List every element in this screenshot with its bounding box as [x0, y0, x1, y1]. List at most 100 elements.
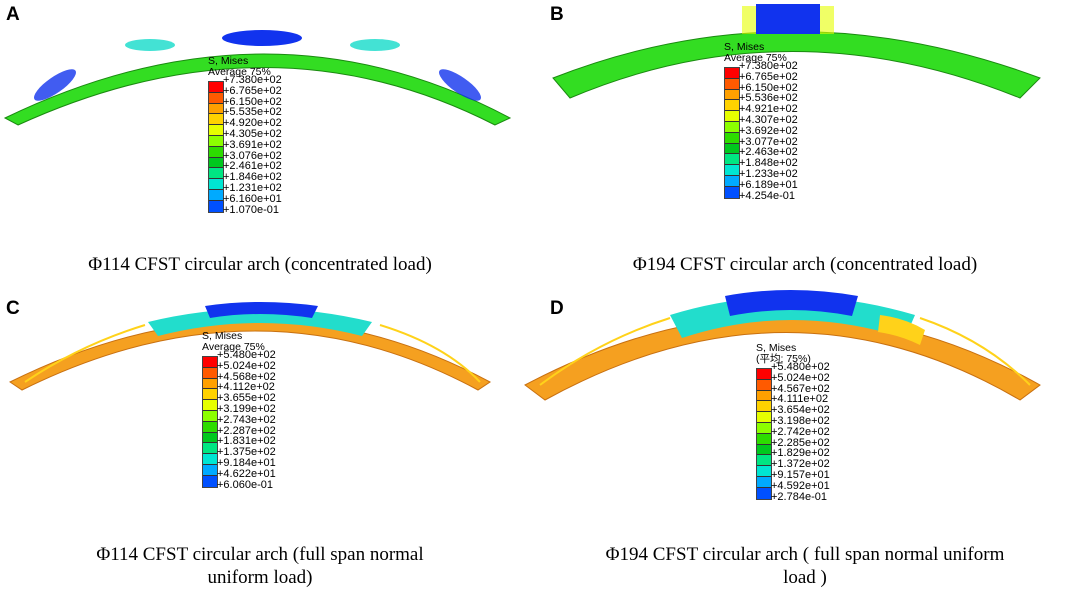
color-scale-bar-d	[756, 368, 772, 500]
panel-label-a: A	[6, 4, 20, 25]
legend-value: +9.157e+01	[771, 468, 830, 481]
caption-a: Φ114 CFST circular arch (concentrated lo…	[88, 254, 432, 275]
color-swatch	[203, 443, 217, 455]
legend-value: +1.233e+02	[739, 167, 798, 180]
legend-value: +3.654e+02	[771, 404, 830, 417]
color-scale-bar-c	[202, 356, 218, 488]
color-swatch	[757, 390, 771, 402]
legend-value: +1.831e+02	[217, 435, 276, 448]
legend-value: +5.536e+02	[739, 92, 798, 105]
color-swatch	[203, 421, 217, 433]
color-swatch	[209, 157, 223, 169]
color-swatch	[203, 367, 217, 379]
color-swatch	[757, 487, 771, 499]
color-swatch	[757, 444, 771, 456]
legend-value: +5.024e+02	[217, 359, 276, 372]
panel-label-d: D	[550, 298, 564, 319]
color-swatch	[757, 379, 771, 391]
arch-body-b	[552, 31, 1041, 99]
color-scale-bar-a	[208, 81, 224, 213]
legend-value: +2.784e-01	[771, 490, 827, 503]
stress-zone-crown-edge-right-b	[820, 6, 834, 34]
legend-subtitle-d: (平均: 75%)	[756, 353, 811, 365]
stress-zone-yellow-right-d	[878, 315, 925, 345]
caption-c-line-2: uniform load)	[207, 567, 313, 588]
legend-value: +5.535e+02	[223, 106, 282, 119]
color-swatch	[757, 369, 771, 380]
legend-value: +4.921e+02	[739, 103, 798, 116]
legend-value: +4.568e+02	[217, 370, 276, 383]
legend-value: +4.305e+02	[223, 127, 282, 140]
color-swatch	[757, 412, 771, 423]
stripe-d-2	[919, 317, 1031, 386]
legend-value: +4.254e-01	[739, 189, 795, 202]
legend-value: +7.380e+02	[223, 74, 282, 86]
legend-value: +5.024e+02	[771, 371, 830, 384]
legend-value: +3.691e+02	[223, 138, 282, 151]
legend-value: +6.060e-01	[217, 478, 273, 491]
legend-value: +4.622e+01	[217, 467, 276, 480]
color-swatch	[209, 82, 223, 93]
legend-value: +6.160e+01	[223, 192, 282, 205]
panel-label-c: C	[6, 298, 20, 319]
color-swatch	[725, 111, 739, 122]
legend-value: +1.372e+02	[771, 458, 830, 471]
color-swatch	[725, 78, 739, 90]
legend-value: +2.742e+02	[771, 425, 830, 438]
color-swatch	[209, 189, 223, 201]
color-swatch	[203, 389, 217, 401]
color-swatch	[203, 464, 217, 476]
caption-d-line-2: load )	[783, 567, 827, 588]
color-swatch	[725, 143, 739, 155]
color-swatch	[203, 454, 217, 465]
color-swatch	[209, 179, 223, 190]
legend-value: +4.112e+02	[217, 381, 275, 394]
color-swatch	[209, 146, 223, 158]
legend-values-c: +5.480e+02+5.024e+02+4.568e+02+4.112e+02…	[217, 350, 276, 490]
color-swatch	[725, 121, 739, 133]
color-swatch	[203, 357, 217, 368]
legend-value: +3.199e+02	[217, 402, 276, 415]
color-swatch	[203, 432, 217, 444]
stress-zone-crown-c	[148, 308, 372, 336]
legend-title-d: S, Mises	[756, 342, 797, 354]
color-swatch	[209, 103, 223, 115]
legend-c: S, Mises Average 75% +5.480e+02+5.024e+0…	[202, 331, 276, 490]
color-swatch	[757, 476, 771, 488]
panel-label-b: B	[550, 4, 564, 25]
legend-value: +1.829e+02	[771, 447, 830, 460]
color-swatch	[725, 68, 739, 79]
legend-value: +4.592e+01	[771, 479, 830, 492]
color-swatch	[757, 455, 771, 467]
color-swatch	[725, 100, 739, 112]
legend-value: +6.189e+01	[739, 178, 798, 191]
legend-a: S, Mises Average 75% +7.380e+02+6.765e+0…	[208, 56, 282, 215]
legend-value: +9.184e+01	[217, 456, 276, 469]
color-swatch	[209, 168, 223, 180]
legend-value: +3.076e+02	[223, 149, 282, 162]
legend-value: +5.480e+02	[771, 361, 830, 373]
legend-value: +2.463e+02	[739, 146, 798, 159]
legend-b: S, Mises Average 75% +7.380e+02+6.765e+0…	[724, 42, 798, 201]
color-swatch	[209, 200, 223, 212]
color-swatch	[725, 165, 739, 176]
stress-zone-crown-a	[222, 30, 302, 46]
legend-value: +1.070e-01	[223, 203, 279, 216]
legend-value: +4.111e+02	[771, 393, 829, 406]
legend-value: +2.461e+02	[223, 160, 282, 173]
color-swatch	[757, 401, 771, 413]
stress-zone-crown-b	[756, 4, 820, 34]
stripe-c-1	[24, 324, 146, 383]
stress-zone-crown-core-d	[725, 290, 858, 316]
legend-value: +6.765e+02	[739, 70, 798, 83]
legend-value: +3.198e+02	[771, 414, 830, 427]
legend-subtitle-b: Average 75%	[724, 52, 787, 64]
legend-value: +5.480e+02	[217, 349, 276, 361]
legend-values-d: +5.480e+02+5.024e+02+4.567e+02+4.111e+02…	[771, 362, 830, 502]
color-swatch	[203, 378, 217, 390]
legend-value: +2.287e+02	[217, 424, 276, 437]
color-swatch	[209, 92, 223, 104]
